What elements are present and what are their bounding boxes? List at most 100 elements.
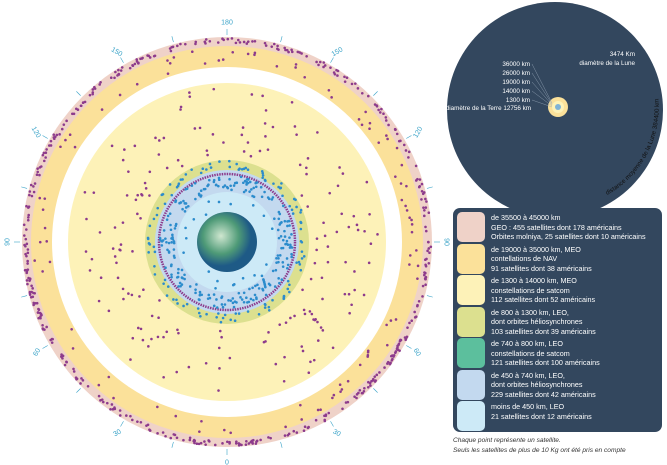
satellite-dot bbox=[177, 331, 180, 335]
satellite-dot bbox=[135, 58, 139, 61]
satellite-dot bbox=[341, 407, 344, 411]
legend-line: de 35500 à 45000 km bbox=[491, 213, 561, 222]
satellite-dot bbox=[26, 282, 29, 286]
satellite-dot bbox=[395, 146, 399, 150]
satellite-dot bbox=[187, 365, 191, 369]
satellite-dot bbox=[116, 276, 120, 280]
satellite-dot bbox=[166, 214, 170, 218]
satellite-dot bbox=[320, 276, 324, 280]
satellite-dot bbox=[413, 310, 416, 314]
satellite-dot bbox=[286, 224, 289, 228]
satellite-dot bbox=[165, 166, 169, 170]
satellite-dot bbox=[226, 37, 230, 41]
angle-tick bbox=[76, 91, 81, 96]
satellite-dot bbox=[326, 245, 330, 248]
satellite-dot bbox=[389, 319, 393, 322]
satellite-dot bbox=[172, 241, 176, 245]
satellite-dot bbox=[346, 379, 350, 383]
satellite-dot bbox=[24, 268, 28, 272]
satellite-dot bbox=[405, 209, 409, 212]
angle-tick bbox=[280, 441, 283, 448]
angle-label: 30 bbox=[331, 428, 341, 438]
satellite-dot bbox=[290, 255, 293, 259]
legend-swatch bbox=[457, 243, 485, 274]
satellite-dot bbox=[196, 307, 200, 310]
angle-tick bbox=[171, 441, 174, 448]
satellite-dot bbox=[49, 139, 53, 143]
angle-tick bbox=[120, 57, 124, 63]
satellite-dot bbox=[136, 420, 139, 423]
satellite-dot bbox=[179, 108, 182, 111]
satellite-dot bbox=[223, 313, 227, 317]
satellite-dot bbox=[321, 297, 324, 301]
satellite-dot bbox=[236, 38, 240, 42]
legend-line: contellations de NAV bbox=[491, 254, 558, 264]
altitude-label: 26000 km bbox=[502, 70, 530, 77]
satellite-dot bbox=[355, 223, 359, 227]
satellite-dot bbox=[273, 285, 277, 288]
satellite-dot bbox=[261, 171, 265, 175]
satellite-dot bbox=[362, 293, 366, 297]
satellite-dot bbox=[280, 278, 284, 281]
satellite-dot bbox=[32, 190, 36, 194]
satellite-dot bbox=[44, 151, 48, 155]
satellite-dot bbox=[410, 218, 413, 222]
satellite-dot bbox=[332, 393, 336, 397]
satellite-dot bbox=[42, 159, 46, 163]
satellite-dot bbox=[200, 419, 203, 423]
satellite-dot bbox=[122, 297, 125, 301]
satellite-dot bbox=[350, 82, 354, 86]
satellite-dot bbox=[288, 283, 291, 287]
satellite-dot bbox=[271, 269, 275, 273]
angle-label: 120 bbox=[30, 126, 42, 140]
satellite-dot bbox=[114, 70, 117, 74]
satellite-dot bbox=[193, 441, 196, 445]
satellite-dot bbox=[387, 123, 390, 127]
satellite-dot bbox=[282, 297, 286, 301]
satellite-dot bbox=[72, 367, 75, 371]
satellite-dot bbox=[313, 261, 317, 265]
satellite-dot bbox=[322, 221, 325, 225]
satellite-dot bbox=[410, 230, 414, 234]
legend-line: dont orbites héliosynchrones bbox=[491, 380, 583, 390]
satellite-dot bbox=[416, 264, 420, 268]
satellite-dot bbox=[343, 80, 347, 83]
satellite-dot bbox=[391, 354, 394, 357]
satellite-dot bbox=[246, 177, 250, 181]
satellite-dot bbox=[407, 156, 410, 159]
satellite-dot bbox=[99, 276, 103, 280]
satellite-dot bbox=[235, 162, 238, 166]
satellite-dot bbox=[288, 236, 291, 239]
satellite-dot bbox=[192, 217, 196, 221]
satellite-dot bbox=[199, 314, 202, 318]
satellite-dot bbox=[422, 214, 426, 218]
satellite-dot bbox=[272, 42, 276, 46]
satellite-dot bbox=[158, 236, 162, 240]
satellite-dot bbox=[246, 141, 250, 144]
satellite-dot bbox=[65, 360, 68, 364]
satellite-dot bbox=[27, 206, 30, 209]
satellite-dot bbox=[37, 308, 41, 311]
satellite-dot bbox=[386, 137, 389, 141]
satellite-dot bbox=[261, 174, 265, 177]
angle-label: 150 bbox=[110, 46, 124, 58]
satellite-dot bbox=[427, 211, 431, 215]
satellite-dot bbox=[423, 271, 427, 275]
satellite-dot bbox=[160, 244, 164, 247]
earth-mini bbox=[555, 104, 561, 110]
satellite-dot bbox=[287, 50, 290, 54]
satellite-dot bbox=[253, 39, 257, 43]
satellite-dot bbox=[275, 256, 278, 260]
satellite-dot bbox=[179, 284, 182, 288]
satellite-dot bbox=[345, 76, 349, 80]
satellite-dot bbox=[165, 294, 169, 297]
satellite-dot bbox=[420, 182, 424, 186]
satellite-dot bbox=[207, 439, 210, 442]
satellite-dot bbox=[292, 429, 296, 433]
satellite-dot bbox=[252, 186, 256, 190]
satellite-dot bbox=[302, 255, 306, 258]
satellite-dot bbox=[167, 251, 171, 254]
